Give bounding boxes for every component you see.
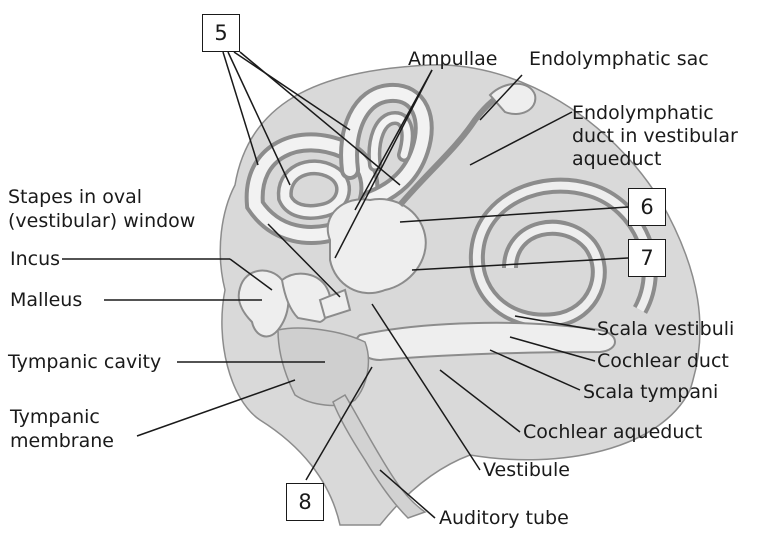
- number-box-5: 5: [202, 14, 240, 52]
- label-scala-vestibuli: Scala vestibuli: [597, 318, 734, 341]
- label-scala-tympani: Scala tympani: [583, 381, 718, 404]
- label-endolymphatic-duct-line3: aqueduct: [572, 148, 661, 171]
- number-box-7: 7: [628, 239, 666, 277]
- label-tympanic-membrane-line1: Tympanic: [10, 406, 100, 429]
- label-cochlear-aqueduct: Cochlear aqueduct: [523, 421, 702, 444]
- label-tympanic-membrane-line2: membrane: [10, 430, 114, 453]
- label-malleus: Malleus: [10, 289, 82, 312]
- label-endolymphatic-sac: Endolymphatic sac: [529, 48, 709, 71]
- label-endolymphatic-duct-line2: duct in vestibular: [572, 125, 738, 148]
- label-cochlear-duct: Cochlear duct: [597, 350, 729, 373]
- label-ampullae: Ampullae: [408, 48, 498, 71]
- label-incus: Incus: [10, 248, 60, 271]
- label-stapes-line2: (vestibular) window: [8, 210, 195, 233]
- label-endolymphatic-duct-line1: Endolymphatic: [572, 102, 714, 125]
- label-tympanic-cavity: Tympanic cavity: [8, 351, 161, 374]
- number-box-8: 8: [286, 483, 324, 521]
- label-auditory-tube: Auditory tube: [439, 507, 569, 530]
- label-vestibule: Vestibule: [483, 459, 570, 482]
- number-box-6: 6: [628, 188, 666, 226]
- label-stapes-line1: Stapes in oval: [8, 186, 142, 209]
